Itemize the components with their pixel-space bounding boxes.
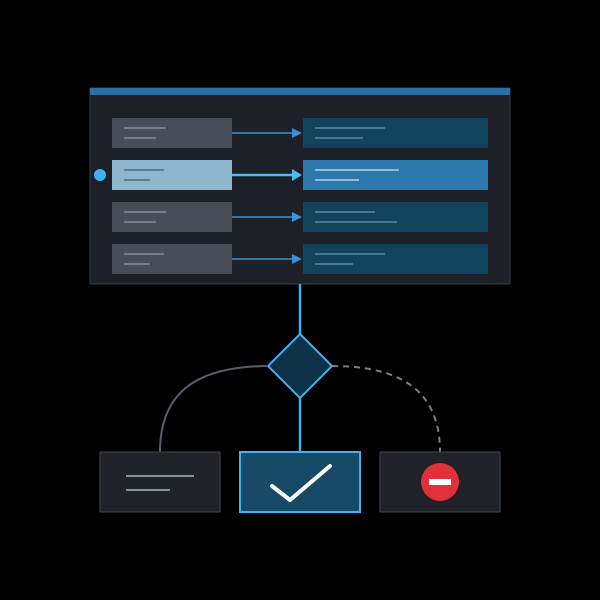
target-field[interactable] xyxy=(303,244,488,274)
source-field[interactable] xyxy=(112,244,232,274)
outcome-reject-box[interactable] xyxy=(379,451,501,513)
target-field[interactable] xyxy=(303,202,488,232)
document-lines-icon xyxy=(126,475,194,491)
arrow-head-icon xyxy=(292,169,302,181)
arrow-head-icon xyxy=(292,128,302,138)
mapping-row[interactable] xyxy=(112,244,488,274)
no-entry-icon xyxy=(421,463,459,501)
target-field[interactable] xyxy=(303,160,488,190)
mapping-row[interactable] xyxy=(112,202,488,232)
source-field[interactable] xyxy=(112,118,232,148)
check-icon xyxy=(270,464,332,502)
mapping-row[interactable] xyxy=(112,160,488,190)
decision-diamond[interactable] xyxy=(266,332,334,400)
arrow-head-icon xyxy=(292,254,302,264)
outcome-text-box[interactable] xyxy=(99,451,221,513)
target-field[interactable] xyxy=(303,118,488,148)
source-field[interactable] xyxy=(112,202,232,232)
mapping-panel xyxy=(89,87,511,285)
mapping-rows xyxy=(112,118,488,274)
selected-row-indicator xyxy=(94,169,106,181)
arrow-head-icon xyxy=(292,212,302,222)
branch-left xyxy=(159,365,269,453)
panel-header-bar xyxy=(90,88,510,95)
source-field[interactable] xyxy=(112,160,232,190)
mapping-row[interactable] xyxy=(112,118,488,148)
outcome-approve-box[interactable] xyxy=(239,451,361,513)
branch-right-dashed xyxy=(331,365,441,453)
